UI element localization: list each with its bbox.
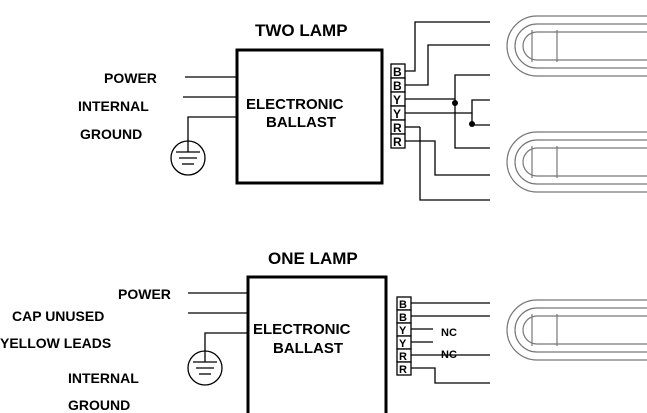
one-lamp-cap-unused-label: CAP UNUSED (12, 308, 104, 324)
one-lamp-diagram: ONE LAMP ELECTRONIC BALLAST POWER CAP UN… (0, 249, 647, 413)
one-lamp-ground-icon (187, 350, 223, 386)
two-lamp-terminal-y1: Y (393, 93, 401, 107)
two-lamp-ground-label: GROUND (80, 126, 142, 142)
one-lamp-internal-label: INTERNAL (68, 370, 139, 386)
one-lamp-terminal-r1: R (399, 351, 407, 363)
two-lamp-terminal-b1: B (393, 65, 402, 79)
two-lamp-output-wires (405, 21, 490, 201)
one-lamp-nc-label-2: NC (441, 349, 457, 361)
two-lamp-power-label: POWER (104, 70, 157, 86)
one-lamp-yellow-leads-label: YELLOW LEADS (0, 335, 111, 351)
two-lamp-ballast-box (235, 48, 384, 185)
one-lamp-output-wires: NC NC (411, 302, 490, 384)
two-lamp-terminal-r1: R (393, 121, 402, 135)
two-lamp-internal-label: INTERNAL (78, 98, 149, 114)
one-lamp-terminal-b2: B (399, 312, 407, 324)
one-lamp-terminal-b1: B (399, 299, 407, 311)
two-lamp-ballast-label-1: ELECTRONIC (246, 96, 344, 113)
two-lamp-terminal-r2: R (393, 135, 402, 149)
two-lamp-lamp-1 (506, 15, 647, 77)
two-lamp-lamp-2 (506, 131, 647, 193)
one-lamp-ballast-label-1: ELECTRONIC (253, 321, 351, 338)
one-lamp-lamp (506, 299, 647, 361)
one-lamp-nc-label-1: NC (441, 327, 457, 339)
one-lamp-ballast-label-2: BALLAST (273, 340, 343, 357)
two-lamp-ballast-label-2: BALLAST (266, 114, 336, 131)
one-lamp-title: ONE LAMP (268, 249, 358, 268)
one-lamp-ballast-box (246, 275, 388, 413)
two-lamp-diagram: TWO LAMP ELECTRONIC BALLAST POWER INTERN… (78, 15, 647, 201)
two-lamp-terminal-y2: Y (393, 107, 401, 121)
one-lamp-terminal-block: B B Y Y R R (396, 296, 412, 376)
two-lamp-title: TWO LAMP (255, 21, 348, 40)
two-lamp-terminal-block: B B Y Y R R (390, 63, 406, 149)
one-lamp-terminal-r2: R (399, 364, 407, 376)
two-lamp-ground-icon (170, 140, 206, 176)
one-lamp-ground-label: GROUND (68, 397, 130, 413)
one-lamp-power-label: POWER (118, 286, 171, 302)
one-lamp-terminal-y1: Y (399, 325, 407, 337)
two-lamp-terminal-b2: B (393, 79, 402, 93)
one-lamp-terminal-y2: Y (399, 338, 407, 350)
